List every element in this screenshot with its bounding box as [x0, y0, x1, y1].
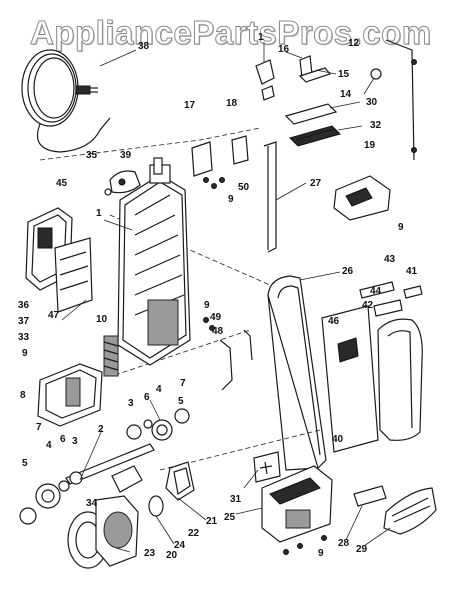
label-43: 43 [384, 254, 396, 265]
label-39: 39 [120, 150, 132, 161]
label-38: 38 [138, 41, 150, 52]
hooks-48-49 [203, 317, 253, 391]
label-47: 47 [48, 310, 60, 321]
label-40: 40 [332, 434, 344, 445]
label-5b: 5 [22, 458, 28, 469]
power-cord [21, 49, 111, 153]
label-16: 16 [278, 44, 290, 55]
label-45: 45 [56, 178, 68, 189]
part-number-labels: 38 1 16 15 12 14 30 32 17 18 19 35 39 50… [18, 32, 418, 561]
label-3b: 3 [72, 436, 78, 447]
wheel-set-upper [126, 408, 190, 441]
label-35: 35 [86, 150, 98, 161]
label-9d: 9 [22, 348, 28, 359]
label-33: 33 [18, 332, 30, 343]
label-plate-31 [253, 451, 281, 483]
label-18: 18 [226, 98, 238, 109]
label-24: 24 [174, 540, 186, 551]
belt-22 [148, 461, 195, 517]
label-1b: 1 [96, 208, 102, 219]
label-32: 32 [370, 120, 382, 131]
rod-27 [263, 141, 277, 253]
label-23: 23 [144, 548, 156, 559]
label-17: 17 [184, 100, 196, 111]
label-20: 20 [166, 550, 178, 561]
nozzle-25 [261, 465, 333, 543]
label-6b: 6 [60, 434, 66, 445]
label-22: 22 [188, 528, 200, 539]
label-29: 29 [356, 544, 368, 555]
motor-23 [67, 495, 139, 569]
label-14: 14 [340, 89, 352, 100]
pedal-19 [333, 175, 391, 221]
fan-34 [111, 465, 143, 493]
label-10: 10 [96, 314, 108, 325]
label-42: 42 [362, 300, 374, 311]
label-25: 25 [224, 512, 236, 523]
wheel-set-lower [19, 471, 83, 525]
part-39 [153, 157, 163, 175]
label-4b: 4 [46, 440, 52, 451]
bag-46 [321, 305, 379, 453]
label-27: 27 [310, 178, 322, 189]
watermark-text: AppliancePartsPros.com [30, 14, 432, 52]
switch-parts [255, 39, 417, 161]
cover-plates [284, 103, 341, 147]
part-35 [109, 170, 141, 194]
label-50: 50 [238, 182, 250, 193]
label-34: 34 [86, 498, 98, 509]
label-41: 41 [406, 266, 418, 277]
label-21: 21 [206, 516, 218, 527]
label-6: 6 [144, 392, 150, 403]
label-48: 48 [212, 326, 224, 337]
leader-lines [61, 42, 391, 553]
label-7: 7 [180, 378, 186, 389]
label-49: 49 [210, 312, 222, 323]
label-3: 3 [128, 398, 134, 409]
part-45 [104, 188, 112, 196]
label-28 [353, 485, 387, 507]
label-4: 4 [156, 384, 162, 395]
label-37: 37 [18, 316, 30, 327]
label-9b: 9 [398, 222, 404, 233]
label-30: 30 [366, 97, 378, 108]
label-36: 36 [18, 300, 30, 311]
label-12: 12 [348, 38, 360, 49]
label-28: 28 [338, 538, 350, 549]
bumper-29 [383, 487, 437, 535]
axle-2 [65, 443, 155, 485]
label-9e: 9 [318, 548, 324, 559]
base-8 [37, 363, 103, 427]
label-9: 9 [228, 194, 234, 205]
brackets-17-18 [191, 135, 249, 189]
filter-assembly [25, 207, 93, 313]
label-44: 44 [370, 286, 382, 297]
spring-33 [103, 335, 119, 377]
label-7b: 7 [36, 422, 42, 433]
latch-parts [359, 281, 423, 317]
label-5: 5 [178, 396, 184, 407]
label-8: 8 [20, 390, 26, 401]
label-15: 15 [338, 69, 350, 80]
main-housing [117, 164, 191, 366]
label-19: 19 [364, 140, 376, 151]
label-1: 1 [258, 32, 264, 43]
label-2: 2 [98, 424, 104, 435]
label-9c: 9 [204, 300, 210, 311]
label-46: 46 [328, 316, 340, 327]
label-31: 31 [230, 494, 242, 505]
label-26: 26 [342, 266, 354, 277]
bag-cover-40 [377, 318, 423, 441]
